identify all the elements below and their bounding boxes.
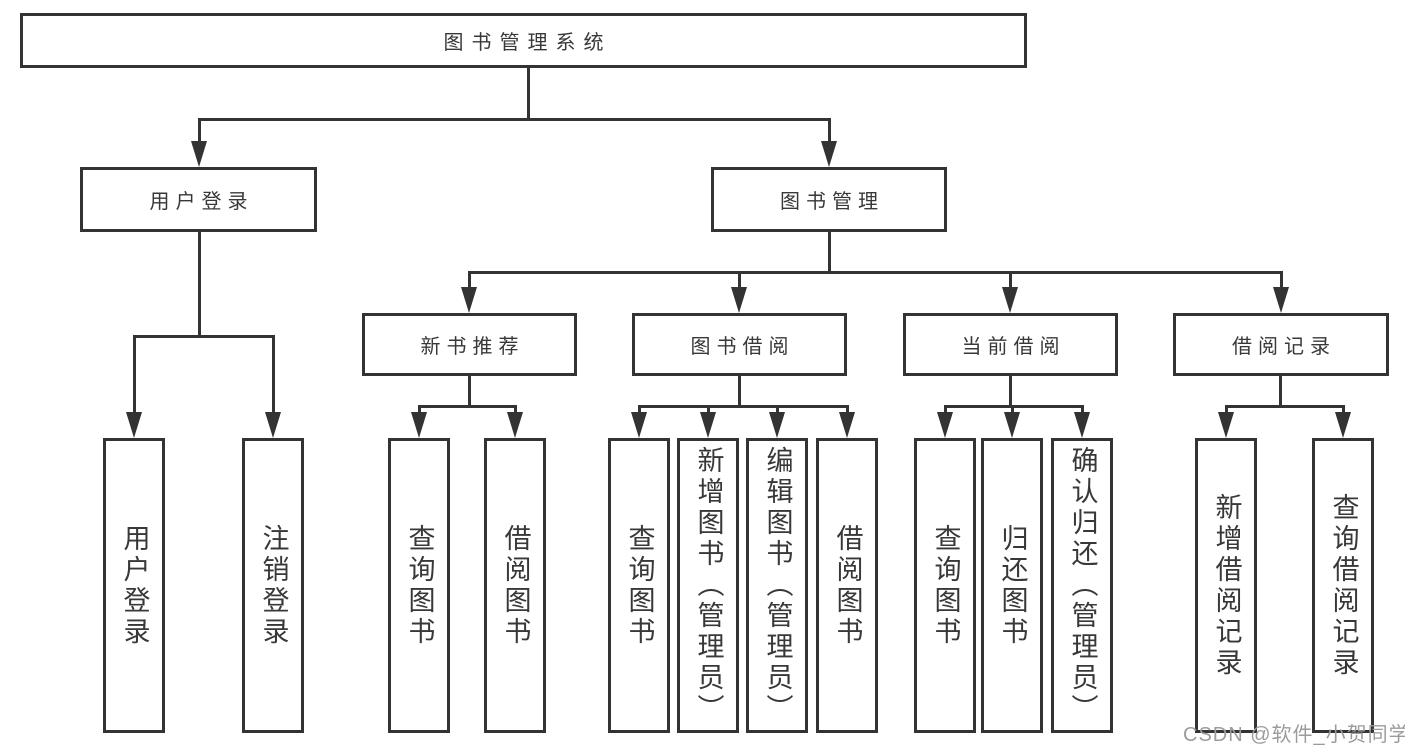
arrow-down-icon bbox=[126, 412, 142, 438]
leaf-user-login: 用户登录 bbox=[103, 438, 165, 733]
leaf-label: 查询图书 bbox=[404, 523, 435, 648]
connector-shaft bbox=[1081, 405, 1084, 417]
connector-group-branch bbox=[418, 405, 517, 408]
watermark: CSDN @软件_小贺同学 bbox=[1183, 724, 1405, 746]
leaf-label: 借阅图书 bbox=[832, 523, 863, 648]
connector-group-stem bbox=[738, 376, 741, 406]
arrow-down-icon bbox=[1004, 412, 1020, 438]
connector-shaft bbox=[776, 405, 779, 417]
leaf-edit-book-admin: 编辑图书（管理员） bbox=[746, 438, 808, 733]
leaf-logout: 注销登录 bbox=[242, 438, 304, 733]
leaf-label: 借阅图书 bbox=[500, 523, 531, 648]
arrow-down-icon bbox=[1335, 412, 1351, 438]
arrow-down-icon bbox=[411, 412, 427, 438]
leaf-label: 查询图书 bbox=[624, 523, 655, 648]
connector-userlogin-stem bbox=[198, 232, 201, 335]
arrow-down-icon bbox=[265, 412, 281, 438]
leaf-label: 用户登录 bbox=[119, 523, 150, 648]
connector-shaft bbox=[846, 405, 849, 417]
node-library-management-system: 图书管理系统 bbox=[20, 13, 1027, 68]
connector-shaft bbox=[272, 335, 275, 413]
leaf-query-borrow-record: 查询借阅记录 bbox=[1312, 438, 1374, 733]
leaf-return-book: 归还图书 bbox=[981, 438, 1043, 733]
leaf-query-books-current: 查询图书 bbox=[914, 438, 976, 733]
node-user-login: 用户登录 bbox=[80, 167, 317, 232]
node-current-borrowing: 当前借阅 bbox=[903, 313, 1118, 376]
connector-group-stem bbox=[1279, 376, 1282, 406]
leaf-label: 注销登录 bbox=[258, 523, 289, 648]
arrow-down-icon bbox=[937, 412, 953, 438]
connector-shaft bbox=[1280, 271, 1283, 288]
connector-group-stem bbox=[468, 376, 471, 406]
arrow-down-icon bbox=[731, 287, 747, 313]
connector-group-branch bbox=[1225, 405, 1345, 408]
arrow-down-icon bbox=[839, 412, 855, 438]
connector-shaft bbox=[418, 405, 421, 417]
connector-shaft bbox=[828, 118, 831, 143]
arrow-down-icon bbox=[461, 287, 477, 313]
arrow-down-icon bbox=[700, 412, 716, 438]
leaf-borrow-books: 借阅图书 bbox=[816, 438, 878, 733]
node-book-borrowing: 图书借阅 bbox=[632, 313, 847, 376]
node-borrowing-records: 借阅记录 bbox=[1173, 313, 1389, 376]
connector-root-stem bbox=[527, 68, 530, 118]
leaf-label: 确认归还（管理员） bbox=[1067, 446, 1098, 725]
connector-shaft bbox=[738, 271, 741, 288]
connector-shaft bbox=[1225, 405, 1228, 417]
node-book-management: 图书管理 bbox=[711, 167, 947, 232]
connector-shaft bbox=[944, 405, 947, 417]
connector-shaft bbox=[1342, 405, 1345, 417]
connector-shaft bbox=[198, 118, 201, 143]
connector-shaft bbox=[1009, 271, 1012, 288]
connector-group-branch bbox=[944, 405, 1084, 408]
leaf-add-borrow-record: 新增借阅记录 bbox=[1195, 438, 1257, 733]
leaf-label: 新增借阅记录 bbox=[1211, 492, 1242, 679]
arrow-down-icon bbox=[769, 412, 785, 438]
arrow-down-icon bbox=[631, 412, 647, 438]
leaf-borrow-books-recommend: 借阅图书 bbox=[484, 438, 546, 733]
leaf-label: 查询图书 bbox=[930, 523, 961, 648]
connector-shaft bbox=[1011, 405, 1014, 417]
arrow-down-icon bbox=[1074, 412, 1090, 438]
leaf-label: 查询借阅记录 bbox=[1328, 492, 1359, 679]
arrow-down-icon bbox=[1002, 287, 1018, 313]
connector-shaft bbox=[638, 405, 641, 417]
leaf-label: 编辑图书（管理员） bbox=[762, 446, 793, 725]
arrow-down-icon bbox=[191, 141, 207, 167]
connector-userlogin-branch bbox=[133, 335, 275, 338]
node-new-book-recommend: 新书推荐 bbox=[362, 313, 577, 376]
connector-group-stem bbox=[1009, 376, 1012, 406]
arrow-down-icon bbox=[1273, 287, 1289, 313]
connector-shaft bbox=[468, 271, 471, 288]
connector-bookmgmt-stem bbox=[828, 232, 831, 271]
arrow-down-icon bbox=[821, 141, 837, 167]
connector-group-branch bbox=[638, 405, 849, 408]
connector-level2-branch bbox=[198, 118, 831, 121]
leaf-add-book-admin: 新增图书（管理员） bbox=[677, 438, 739, 733]
arrow-down-icon bbox=[507, 412, 523, 438]
arrow-down-icon bbox=[1218, 412, 1234, 438]
leaf-query-books-borrowing: 查询图书 bbox=[608, 438, 670, 733]
connector-shaft bbox=[133, 335, 136, 413]
connector-shaft bbox=[514, 405, 517, 417]
connector-shaft bbox=[707, 405, 710, 417]
leaf-query-books-recommend: 查询图书 bbox=[388, 438, 450, 733]
leaf-label: 新增图书（管理员） bbox=[693, 446, 724, 725]
leaf-label: 归还图书 bbox=[997, 523, 1028, 648]
leaf-confirm-return-admin: 确认归还（管理员） bbox=[1051, 438, 1113, 733]
connector-level3-branch bbox=[468, 271, 1282, 274]
